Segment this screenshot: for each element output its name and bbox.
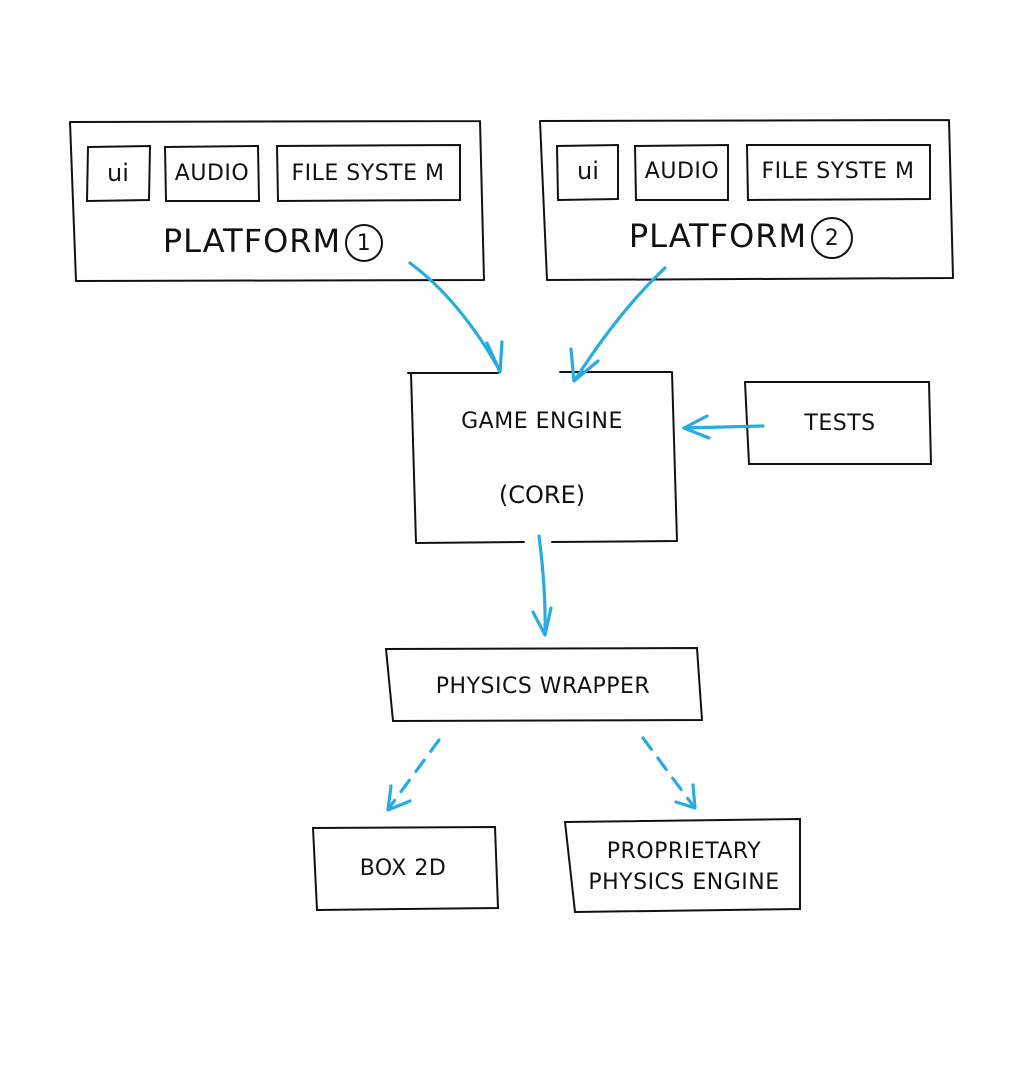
platform-2-title: PLATFORM — [629, 217, 807, 255]
platform-2-module-audio-label: AUDIO — [645, 159, 719, 184]
platform-1-module-file-system-label: FILE SYSTE M — [292, 161, 445, 186]
platform-1-module-file-system: FILE SYSTE M — [275, 143, 461, 203]
platform-2-module-audio: AUDIO — [633, 143, 729, 201]
platform-2-number: 2 — [825, 226, 840, 251]
proprietary-engine-box: PROPRIETARY PHYSICS ENGINE — [563, 817, 801, 914]
platform-2-module-file-system: FILE SYSTE M — [745, 144, 931, 202]
tests-label: TESTS — [803, 411, 875, 436]
platform-1-module-ui: ui — [85, 144, 152, 203]
game-engine-box: GAME ENGINE (CORE) — [407, 371, 678, 544]
box2d-label: BOX 2D — [360, 856, 447, 881]
physics-wrapper-box: PHYSICS WRAPPER — [384, 646, 704, 723]
arrow-core-to-physics-wrapper — [531, 534, 553, 637]
platform-1-module-audio: AUDIO — [163, 144, 261, 202]
platform-1-module-ui-label: ui — [107, 159, 129, 187]
platform-2-module-file-system-label: FILE SYSTE M — [762, 159, 915, 184]
arrow-platform2-to-core — [569, 266, 667, 383]
platform-1-number-circle — [345, 224, 383, 262]
arrow-tests-to-core — [682, 414, 765, 440]
platform-1-box: ui AUDIO FILE SYSTE M PLATFORM 1 — [69, 120, 485, 282]
proprietary-label-line1: PROPRIETARY — [607, 839, 761, 864]
platform-2-box: ui AUDIO FILE SYSTE M PLATFORM 2 — [539, 119, 954, 281]
arrow-wrapper-to-box2d — [386, 738, 441, 812]
tests-box: TESTS — [743, 381, 933, 465]
proprietary-label-line2: PHYSICS ENGINE — [588, 870, 779, 895]
game-engine-core-label: (CORE) — [499, 481, 585, 509]
arrow-wrapper-to-proprietary — [641, 736, 697, 810]
arrow-platform1-to-core — [408, 261, 504, 374]
game-engine-label: GAME ENGINE — [461, 409, 623, 434]
platform-1-module-audio-label: AUDIO — [175, 161, 249, 186]
platform-2-module-ui: ui — [555, 143, 619, 202]
platform-1-title: PLATFORM — [163, 222, 341, 260]
box2d-box: BOX 2D — [311, 825, 500, 912]
platform-1-number: 1 — [357, 231, 372, 256]
platform-2-number-circle — [811, 217, 853, 259]
platform-2-module-ui-label: ui — [577, 157, 599, 185]
physics-wrapper-label: PHYSICS WRAPPER — [436, 674, 650, 699]
